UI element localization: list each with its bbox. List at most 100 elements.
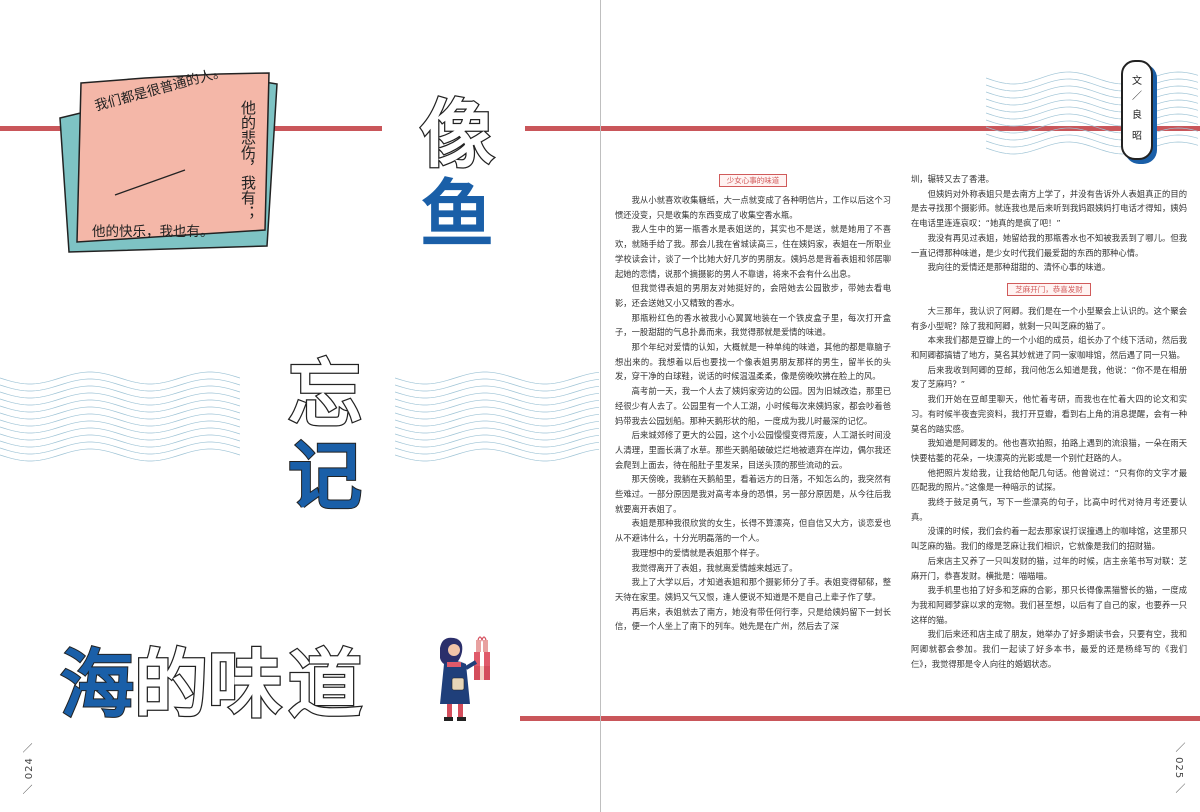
paragraph: 那瓶粉红色的香水被我小心翼翼地装在一个铁皮盒子里，每次打开盒子，一股甜甜的气息扑… bbox=[615, 312, 891, 338]
paragraph: 我人生中的第一瓶香水是表姐送的，其实也不是送，就是她用了不喜欢，就随手给了我。那… bbox=[615, 224, 891, 279]
paragraph: 后来城郊修了更大的公园，这个小公园慢慢变得荒废，人工湖长时间没人清理，里面长满了… bbox=[615, 430, 891, 470]
paragraph: 那个年纪对爱情的认知，大概就是一种单纯的味道，其他的都是靠脑子想出来的。我想着以… bbox=[615, 342, 891, 382]
section-heading-2: 芝麻开门，恭喜发财 bbox=[1007, 282, 1091, 296]
wave-line bbox=[986, 99, 1199, 113]
quote-line-2: 他的悲伤，我有； bbox=[239, 100, 257, 220]
title-char-de: 的 bbox=[133, 642, 210, 728]
wave-line bbox=[0, 399, 240, 413]
title-char-yu: 鱼 bbox=[420, 172, 494, 258]
paragraph: 表姐是那种我很欣赏的女生，长得不算漂亮，但自信又大方，谈恋爱也从不避讳什么，十分… bbox=[615, 518, 891, 544]
paragraph: 我手机里也拍了好多和芝麻的合影，那只长得像黑猫警长的猫，一度成为我和阿卿梦寐以求… bbox=[911, 585, 1187, 625]
section-heading-1-wrap: 少女心事的味道 bbox=[615, 174, 891, 187]
wave-line bbox=[395, 427, 600, 441]
wave-line bbox=[986, 113, 1199, 127]
paragraph: 高考前一天，我一个人去了姨妈家旁边的公园。因为旧城改造，那里已经很少有人去了。公… bbox=[615, 386, 891, 426]
column-1-body: 我从小就喜欢收集糖纸，大一点就变成了各种明信片，工作以后这个习惯还没变，只是收集… bbox=[615, 193, 891, 634]
wave-line bbox=[395, 392, 600, 406]
red-divider-bottom-left bbox=[520, 716, 601, 721]
wave-line bbox=[0, 378, 240, 392]
wave-line bbox=[0, 385, 240, 399]
title-char-wei: 味 bbox=[207, 642, 284, 728]
red-divider-top-right bbox=[525, 126, 601, 131]
paragraph: 后来店主又养了一只叫发财的猫，过年的时候，店主亲笔书写对联：芝麻开门，恭喜发财。… bbox=[911, 555, 1187, 581]
paragraph: 我终于鼓足勇气，写下一些漂亮的句子，比高中时代对待月考还要认真。 bbox=[911, 497, 1187, 522]
wave-line bbox=[0, 448, 240, 462]
right-page: 文 ／ 良 昭 少女心事的味道 我从小就喜欢收集糖纸，大一点就变成了各种明信片，… bbox=[601, 0, 1200, 812]
wave-line bbox=[395, 448, 600, 462]
paragraph: 大三那年，我认识了阿卿。我们是在一个小型聚会上认识的。这个聚会有多小型呢？除了我… bbox=[911, 305, 1187, 331]
section-heading-2-wrap: 芝麻开门，恭喜发财 bbox=[911, 282, 1187, 296]
quote-line-3: 他的快乐，我也有。 bbox=[92, 224, 214, 240]
paragraph: 我没有再见过表姐，她留给我的那瓶香水也不知被我丢到了哪儿。但我一直记得那种味道，… bbox=[911, 232, 1187, 258]
paragraph: 我向往的爱情还是那种甜甜的、清怀心事的味道。 bbox=[927, 262, 1111, 273]
paragraph: 我们后来还和店主成了朋友，她举办了好多期读书会，只要有空，我和阿卿就都会参加。我… bbox=[911, 629, 1187, 669]
title-char-hai: 海 bbox=[59, 642, 135, 728]
author-name-char-1: 良 bbox=[1132, 110, 1142, 121]
paragraph: 没课的时候，我们会约着一起去那家误打误撞遇上的咖啡馆，这里那只叫芝麻的猫。我们的… bbox=[911, 526, 1187, 552]
wave-line bbox=[0, 420, 240, 434]
paragraph: 后来我收到阿卿的豆邮，我问他怎么知道是我，他说：“你不是在相册发了芝麻吗？” bbox=[911, 364, 1187, 390]
title-char-xiang: 像 bbox=[419, 92, 496, 178]
wave-line bbox=[395, 434, 600, 448]
wave-line bbox=[395, 420, 600, 434]
paragraph: 本来我们都是豆瓣上的一个小组的成员，组长办了个线下活动，然后我和阿卿都搞错了地方… bbox=[911, 335, 1187, 361]
title-char-dao: 道 bbox=[287, 642, 364, 728]
paragraph: 我觉得离开了表姐，我就离爱情越来越远了。 bbox=[631, 562, 798, 573]
paragraph: 他把照片发给我，让我给他配几句话。他曾说过：“只有你的文字才最匹配我的照片。”这… bbox=[911, 467, 1187, 493]
wave-decoration-right bbox=[986, 71, 1199, 155]
article-column-2: 圳，辗转又去了香港。但姨妈对外称表姐只是去南方上学了，并没有告诉外人表姐真正的目… bbox=[911, 172, 1187, 672]
wave-line bbox=[986, 106, 1199, 120]
wave-line bbox=[395, 378, 600, 392]
wave-line bbox=[986, 127, 1199, 141]
wave-line bbox=[986, 92, 1199, 106]
page-number-right: ／ 025 ／ bbox=[1173, 742, 1184, 795]
paragraph: 我从小就喜欢收集糖纸，大一点就变成了各种明信片，工作以后这个习惯还没变，只是收集… bbox=[615, 195, 891, 220]
paragraph: 但我觉得表姐的男朋友对她挺好的，会陪她去公园散步，带她去看电影，还会送她又小又精… bbox=[615, 283, 891, 308]
paragraph: 但姨妈对外称表姐只是去南方上学了，并没有告诉外人表姐真正的目的是去寻找那个摄影师… bbox=[911, 188, 1187, 229]
wave-line bbox=[0, 427, 240, 441]
paragraph: 我知道是阿卿发的。他也喜欢拍照，拍路上遇到的流浪猫，一朵在雨天快要枯萎的花朵，一… bbox=[911, 438, 1187, 463]
wave-line bbox=[395, 385, 600, 399]
wave-line bbox=[986, 78, 1199, 92]
page-spine bbox=[600, 0, 601, 812]
paragraph: 圳，辗转又去了香港。 bbox=[911, 174, 994, 184]
paragraph: 我们开始在豆邮里聊天，他忙着考研，而我也在忙着大四的论文和实习。有时候半夜查完资… bbox=[911, 394, 1187, 434]
paragraph: 我理想中的爱情就是表姐那个样子。 bbox=[631, 547, 765, 558]
wave-line bbox=[395, 441, 600, 455]
wave-line bbox=[986, 134, 1199, 148]
author-separator: ／ bbox=[1132, 91, 1142, 102]
paragraph: 再后来，表姐就去了南方，她没有带任何行李，只是给姨妈留下一封长信，便一个人坐上了… bbox=[615, 606, 891, 632]
wave-line bbox=[0, 413, 240, 427]
author-tag: 文 ／ 良 昭 bbox=[1121, 60, 1153, 160]
wave-line bbox=[0, 371, 240, 385]
title-char-ji: 记 bbox=[287, 434, 363, 520]
author-label: 文 bbox=[1132, 76, 1142, 87]
column-2-body-b: 大三那年，我认识了阿卿。我们是在一个小型聚会上认识的。这个聚会有多小型呢？除了我… bbox=[911, 304, 1187, 672]
wave-line bbox=[986, 85, 1199, 99]
wave-decoration-left bbox=[0, 371, 240, 462]
author-name-char-2: 昭 bbox=[1132, 131, 1142, 142]
title-char-wang: 忘 bbox=[287, 352, 364, 438]
wave-decoration-center bbox=[395, 371, 600, 462]
wave-line bbox=[395, 371, 600, 385]
wave-line bbox=[0, 406, 240, 420]
wave-line bbox=[986, 120, 1199, 134]
paragraph: 我上了大学以后，才知道表姐和那个摄影师分了手。表姐变得郁郁，整天待在家里。姨妈又… bbox=[615, 577, 891, 602]
left-page: 我们都是很普通的人。 他的悲伤，我有； 他的快乐，我也有。 像 鱼 忘 记 海 … bbox=[0, 64, 601, 795]
section-heading-1: 少女心事的味道 bbox=[718, 174, 788, 187]
wave-line bbox=[0, 434, 240, 448]
wave-line bbox=[395, 399, 600, 413]
quote-card bbox=[59, 72, 278, 253]
paragraph: 那天傍晚，我躺在天鹅船里，看着远方的日落，不知怎么的，我突然有些难过。一部分原因… bbox=[615, 474, 891, 514]
red-divider-bottom-right-page bbox=[601, 716, 1200, 721]
wave-line bbox=[0, 441, 240, 455]
red-divider-top-right-page bbox=[601, 126, 1200, 131]
woman-with-gifts-illustration bbox=[440, 636, 490, 721]
wave-line bbox=[395, 406, 600, 420]
column-2-body-a: 圳，辗转又去了香港。但姨妈对外称表姐只是去南方上学了，并没有告诉外人表姐真正的目… bbox=[911, 172, 1187, 275]
wave-line bbox=[986, 141, 1199, 155]
wave-line bbox=[395, 413, 600, 427]
article-column-1: 少女心事的味道 我从小就喜欢收集糖纸，大一点就变成了各种明信片，工作以后这个习惯… bbox=[615, 172, 891, 634]
page-number-left: ／ 024 ／ bbox=[24, 742, 35, 795]
wave-line bbox=[0, 392, 240, 406]
